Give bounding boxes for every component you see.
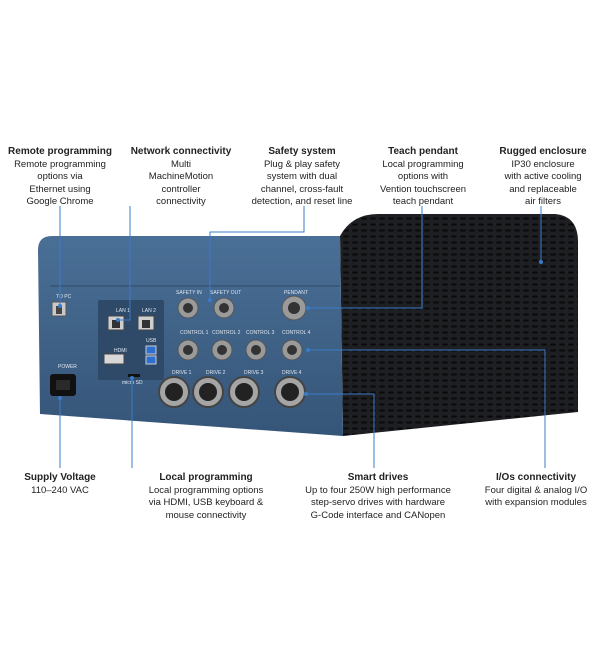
callout-title: Teach pendant: [388, 146, 458, 157]
control1-label: CONTROL 1: [180, 330, 209, 336]
callout-desc: Multi MachineMotion controller connectiv…: [148, 158, 214, 208]
callout-title: I/Os connectivity: [495, 472, 577, 483]
callout-safety-system: Safety system Plug & play safety system …: [244, 146, 360, 209]
enclosure-side-vents: [340, 214, 578, 436]
callout-smart-drives: Smart drives Up to four 250W high perfor…: [290, 472, 466, 522]
callout-title: Network connectivity: [130, 146, 232, 157]
callout-title: Smart drives: [347, 472, 409, 483]
callout-desc: Plug & play safety system with dual chan…: [251, 158, 353, 208]
safety-in-label: SAFETY IN: [176, 290, 202, 296]
callout-desc: Remote programming options via Ethernet …: [14, 158, 106, 208]
to-pc-label: TO PC: [56, 294, 72, 300]
safety-out-label: SAFETY OUT: [210, 290, 241, 296]
hdmi-label: HDMI: [114, 348, 127, 354]
callout-supply-voltage: Supply Voltage 110–240 VAC: [15, 472, 105, 497]
drive3-label: DRIVE 3: [244, 370, 264, 376]
callout-leader-lines: [59, 206, 546, 468]
callout-title: Remote programming: [8, 146, 112, 157]
control2-label: CONTROL 2: [212, 330, 241, 336]
callout-teach-pendant: Teach pendant Local programming options …: [368, 146, 478, 209]
usb-port-2: [145, 355, 157, 365]
callout-title: Rugged enclosure: [499, 146, 587, 157]
callout-network-connectivity: Network connectivity Multi MachineMotion…: [122, 146, 240, 209]
callout-local-programming: Local programming Local programming opti…: [136, 472, 276, 522]
callout-desc: IP30 enclosure with active cooling and r…: [504, 158, 582, 208]
callout-title: Supply Voltage: [24, 472, 96, 483]
callout-desc: Local programming options with Vention t…: [379, 158, 467, 208]
drive4-label: DRIVE 4: [282, 370, 302, 376]
usb-port-1: [145, 345, 157, 355]
drive2-label: DRIVE 2: [206, 370, 226, 376]
control3-label: CONTROL 3: [246, 330, 275, 336]
drive1-label: DRIVE 1: [172, 370, 192, 376]
callout-desc: Local programming options via HDMI, USB …: [148, 484, 264, 521]
callout-rugged-enclosure: Rugged enclosure IP30 enclosure with act…: [490, 146, 596, 209]
callout-title: Local programming: [159, 472, 253, 483]
control4-label: CONTROL 4: [282, 330, 311, 336]
callout-desc: Up to four 250W high performance step-se…: [305, 484, 451, 521]
hdmi-port: [103, 353, 125, 365]
callout-ios-connectivity: I/Os connectivity Four digital & analog …: [474, 472, 598, 510]
lan2-label: LAN 2: [142, 308, 156, 314]
micro-sd-slot: [128, 374, 140, 377]
lan1-label: LAN 1: [116, 308, 130, 314]
power-label: POWER: [58, 364, 77, 370]
callout-desc: Four digital & analog I/O with expansion…: [484, 484, 588, 509]
callout-remote-programming: Remote programming Remote programming op…: [5, 146, 115, 209]
callout-title: Safety system: [268, 146, 336, 157]
callout-desc: 110–240 VAC: [31, 484, 89, 496]
usb-label: USB: [146, 338, 157, 344]
pendant-label: PENDANT: [284, 290, 308, 296]
